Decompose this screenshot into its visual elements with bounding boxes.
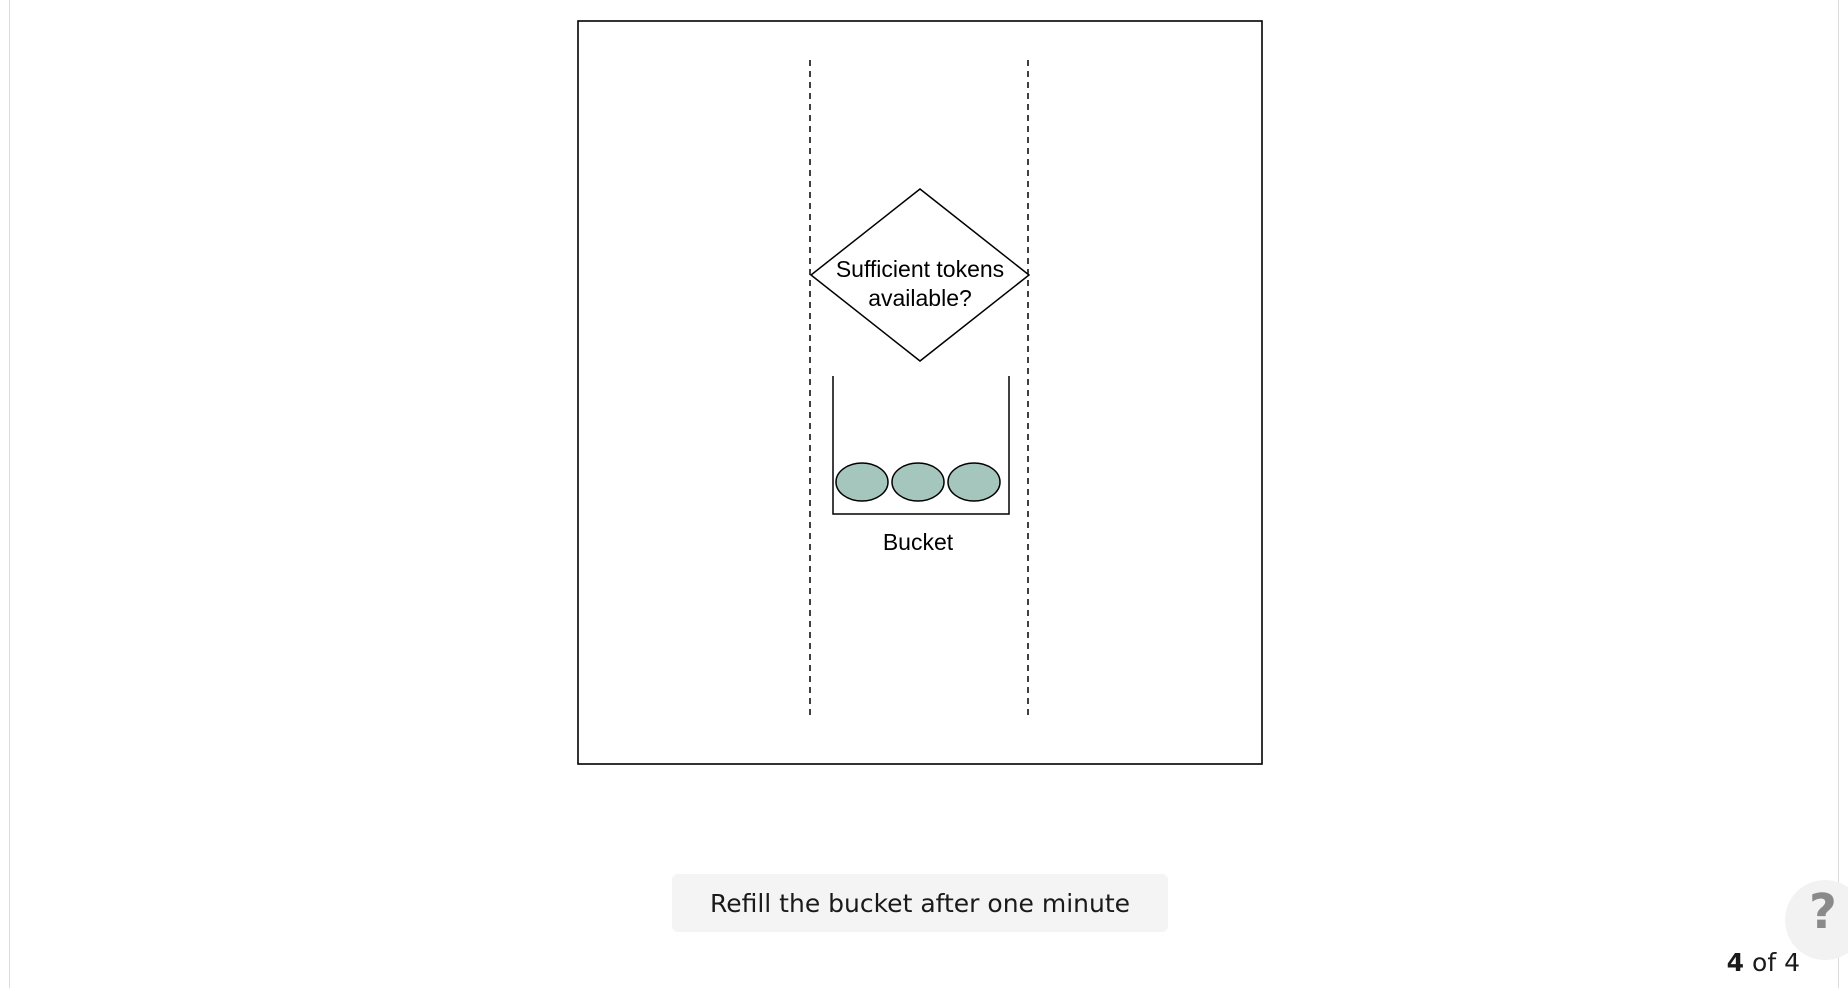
slide-counter: 4 of 4 [1727, 948, 1800, 977]
left-edge-divider [9, 0, 10, 988]
decision-diamond [809, 188, 1031, 362]
slide-counter-separator: of [1752, 948, 1777, 977]
token-group [835, 462, 1001, 502]
bucket-outline [832, 376, 1010, 515]
help-button[interactable]: ? [1785, 880, 1848, 960]
token-2 [891, 462, 945, 502]
current-slide-number: 4 [1726, 948, 1745, 977]
step-caption: Refill the bucket after one minute [672, 874, 1168, 932]
total-slide-count: 4 [1784, 948, 1800, 977]
decision-text-line-1: Sufficient tokens [836, 256, 1004, 282]
step-caption-text: Refill the bucket after one minute [709, 888, 1131, 918]
diagram-frame [577, 20, 1263, 765]
question-mark-icon: ? [1809, 884, 1837, 940]
decision-text-line-2: available? [868, 285, 972, 311]
right-edge-divider [1838, 0, 1839, 988]
bucket-label: Bucket [883, 529, 954, 555]
token-1 [835, 462, 889, 502]
token-3 [947, 462, 1001, 502]
